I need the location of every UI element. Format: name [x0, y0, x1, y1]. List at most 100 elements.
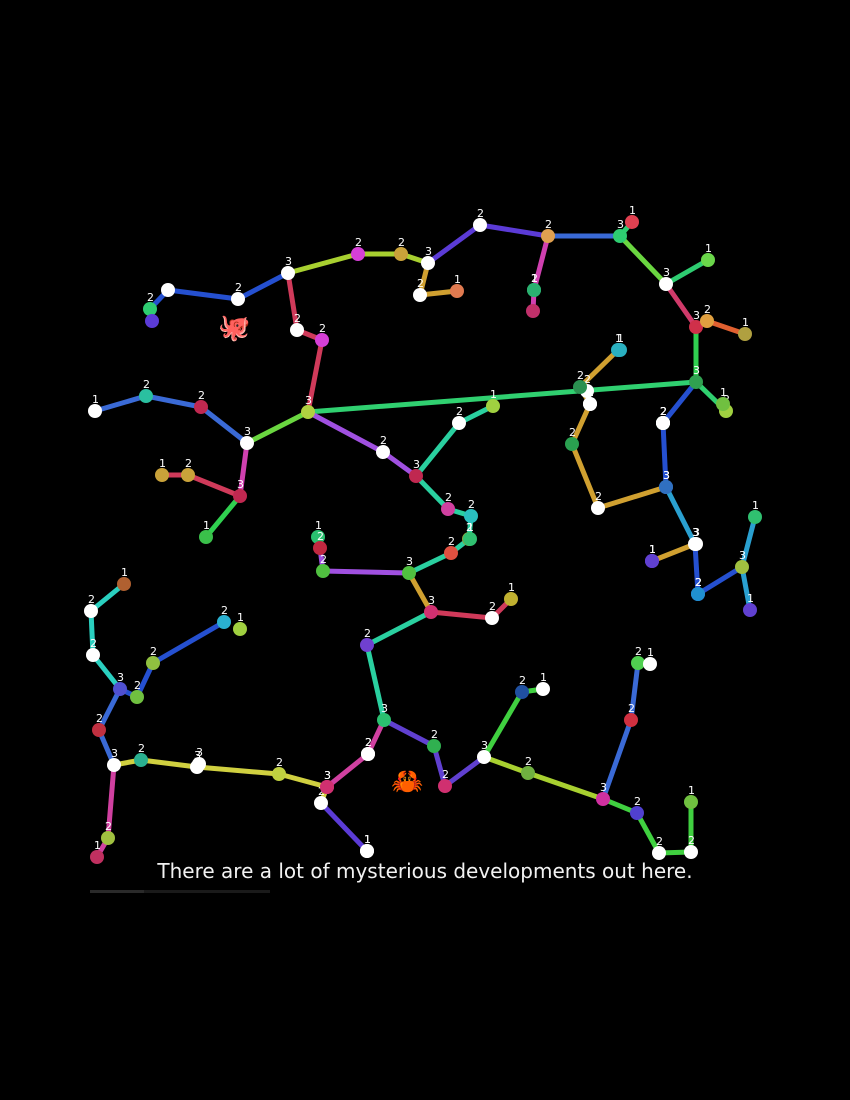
node[interactable]: [689, 537, 703, 551]
node[interactable]: [314, 796, 328, 810]
node[interactable]: [101, 831, 115, 845]
node[interactable]: [583, 397, 597, 411]
node[interactable]: [320, 780, 334, 794]
node[interactable]: [521, 766, 535, 780]
node[interactable]: [652, 846, 666, 860]
node[interactable]: [504, 592, 518, 606]
node[interactable]: [573, 380, 587, 394]
node[interactable]: [316, 564, 330, 578]
node[interactable]: [691, 587, 705, 601]
node[interactable]: [145, 314, 159, 328]
node[interactable]: [139, 389, 153, 403]
connection-line: [235, 270, 291, 302]
node[interactable]: [311, 530, 325, 544]
node[interactable]: [450, 284, 464, 298]
node[interactable]: [272, 767, 286, 781]
node[interactable]: [231, 292, 245, 306]
node[interactable]: [486, 399, 500, 413]
node[interactable]: [438, 779, 452, 793]
node[interactable]: [143, 302, 157, 316]
node[interactable]: [301, 405, 315, 419]
node[interactable]: [134, 753, 148, 767]
node[interactable]: [377, 713, 391, 727]
node[interactable]: [643, 657, 657, 671]
node[interactable]: [441, 502, 455, 516]
node[interactable]: [194, 400, 208, 414]
node[interactable]: [477, 750, 491, 764]
node[interactable]: [240, 436, 254, 450]
node[interactable]: [290, 323, 304, 337]
node[interactable]: [90, 850, 104, 864]
node[interactable]: [689, 320, 703, 334]
node[interactable]: [117, 577, 131, 591]
node[interactable]: [645, 554, 659, 568]
node[interactable]: [107, 758, 121, 772]
node[interactable]: [515, 685, 529, 699]
node[interactable]: [452, 416, 466, 430]
node[interactable]: [181, 468, 195, 482]
node[interactable]: [631, 656, 645, 670]
connection-line: [198, 404, 250, 446]
node[interactable]: [684, 845, 698, 859]
node[interactable]: [155, 468, 169, 482]
connection-line: [194, 764, 282, 777]
node[interactable]: [146, 656, 160, 670]
node[interactable]: [613, 229, 627, 243]
node[interactable]: [113, 682, 127, 696]
node[interactable]: [421, 256, 435, 270]
node[interactable]: [743, 603, 757, 617]
node[interactable]: [536, 682, 550, 696]
node[interactable]: [361, 747, 375, 761]
node[interactable]: [464, 509, 478, 523]
node[interactable]: [684, 795, 698, 809]
node[interactable]: [591, 501, 605, 515]
node[interactable]: [689, 375, 703, 389]
node[interactable]: [92, 723, 106, 737]
node[interactable]: [199, 530, 213, 544]
node[interactable]: [701, 253, 715, 267]
node[interactable]: [527, 283, 541, 297]
node[interactable]: [659, 277, 673, 291]
node[interactable]: [161, 283, 175, 297]
node[interactable]: [217, 615, 231, 629]
node[interactable]: [313, 541, 327, 555]
node[interactable]: [88, 404, 102, 418]
node[interactable]: [565, 437, 579, 451]
node[interactable]: [281, 266, 295, 280]
node[interactable]: [376, 445, 390, 459]
node[interactable]: [700, 314, 714, 328]
node[interactable]: [351, 247, 365, 261]
node[interactable]: [630, 806, 644, 820]
node[interactable]: [541, 229, 555, 243]
node[interactable]: [130, 690, 144, 704]
node[interactable]: [444, 546, 458, 560]
node[interactable]: [192, 757, 206, 771]
node[interactable]: [613, 343, 627, 357]
node[interactable]: [233, 489, 247, 503]
node[interactable]: [656, 416, 670, 430]
node[interactable]: [86, 648, 100, 662]
node[interactable]: [413, 288, 427, 302]
node[interactable]: [84, 604, 98, 618]
node[interactable]: [427, 739, 441, 753]
node[interactable]: [409, 469, 423, 483]
node[interactable]: [315, 333, 329, 347]
node[interactable]: [360, 844, 374, 858]
node[interactable]: [394, 247, 408, 261]
node[interactable]: [748, 510, 762, 524]
node[interactable]: [473, 218, 487, 232]
node[interactable]: [659, 480, 673, 494]
node[interactable]: [716, 397, 730, 411]
node[interactable]: [233, 622, 247, 636]
node[interactable]: [624, 713, 638, 727]
node[interactable]: [526, 304, 540, 318]
node[interactable]: [735, 560, 749, 574]
node[interactable]: [402, 566, 416, 580]
node[interactable]: [485, 611, 499, 625]
node[interactable]: [463, 532, 477, 546]
node[interactable]: [360, 638, 374, 652]
node[interactable]: [596, 792, 610, 806]
node[interactable]: [625, 215, 639, 229]
node[interactable]: [738, 327, 752, 341]
node[interactable]: [424, 605, 438, 619]
